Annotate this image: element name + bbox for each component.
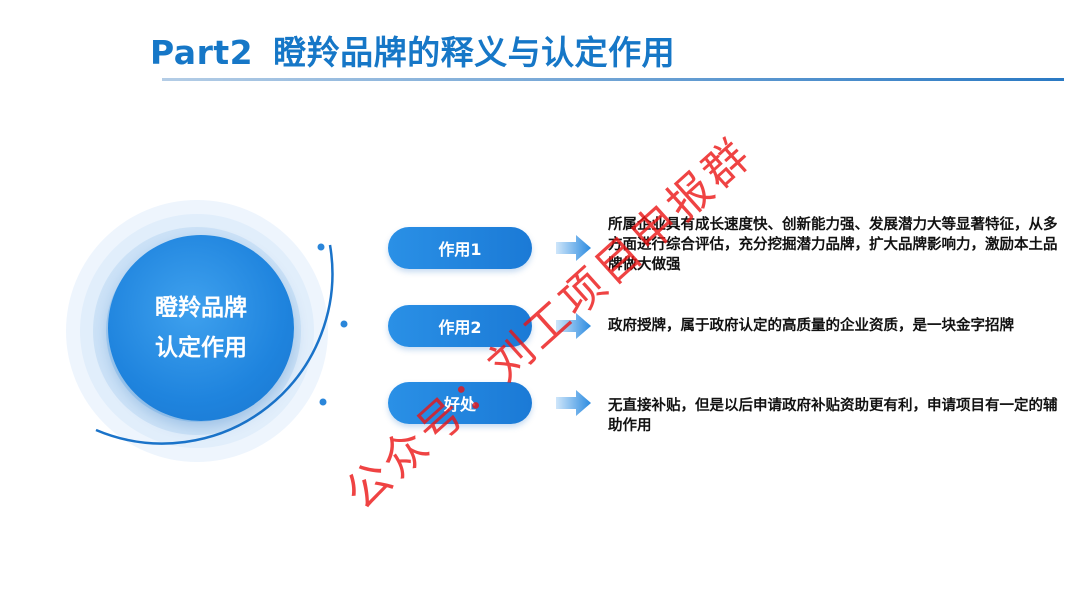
orbit-dot-3 xyxy=(319,398,327,406)
pill-function-2: 作用2 xyxy=(388,305,532,347)
slide-title: Part2 瞪羚品牌的释义与认定作用 xyxy=(150,26,675,74)
description-benefit: 无直接补贴，但是以后申请政府补贴资助更有利，申请项目有一定的辅助作用 xyxy=(608,398,1058,434)
orbit-dot-2 xyxy=(340,320,348,328)
pill-label: 作用2 xyxy=(438,318,482,337)
center-circle-line1: 瞪羚品牌 xyxy=(155,295,247,321)
pill-benefit: 好处 xyxy=(388,382,532,424)
arrow-right-icon xyxy=(556,390,591,416)
arrow-right-icon xyxy=(556,313,591,339)
arrow-right-icon xyxy=(556,235,591,261)
pill-function-1: 作用1 xyxy=(388,227,532,269)
center-circle-line2: 认定作用 xyxy=(155,335,247,361)
center-circle: 瞪羚品牌 认定作用 xyxy=(108,235,294,421)
pill-label: 好处 xyxy=(443,395,476,414)
pill-label: 作用1 xyxy=(438,240,482,259)
orbit-dot-1 xyxy=(317,243,325,251)
part-label: Part2 xyxy=(150,33,254,72)
title-underline xyxy=(162,78,1064,81)
description-function-2: 政府授牌，属于政府认定的高质量的企业资质，是一块金字招牌 xyxy=(608,318,1014,334)
description-function-1: 所属企业具有成长速度快、创新能力强、发展潜力大等显著特征，从多方面进行综合评估，… xyxy=(608,217,1058,273)
title-text: 瞪羚品牌的释义与认定作用 xyxy=(273,33,676,72)
